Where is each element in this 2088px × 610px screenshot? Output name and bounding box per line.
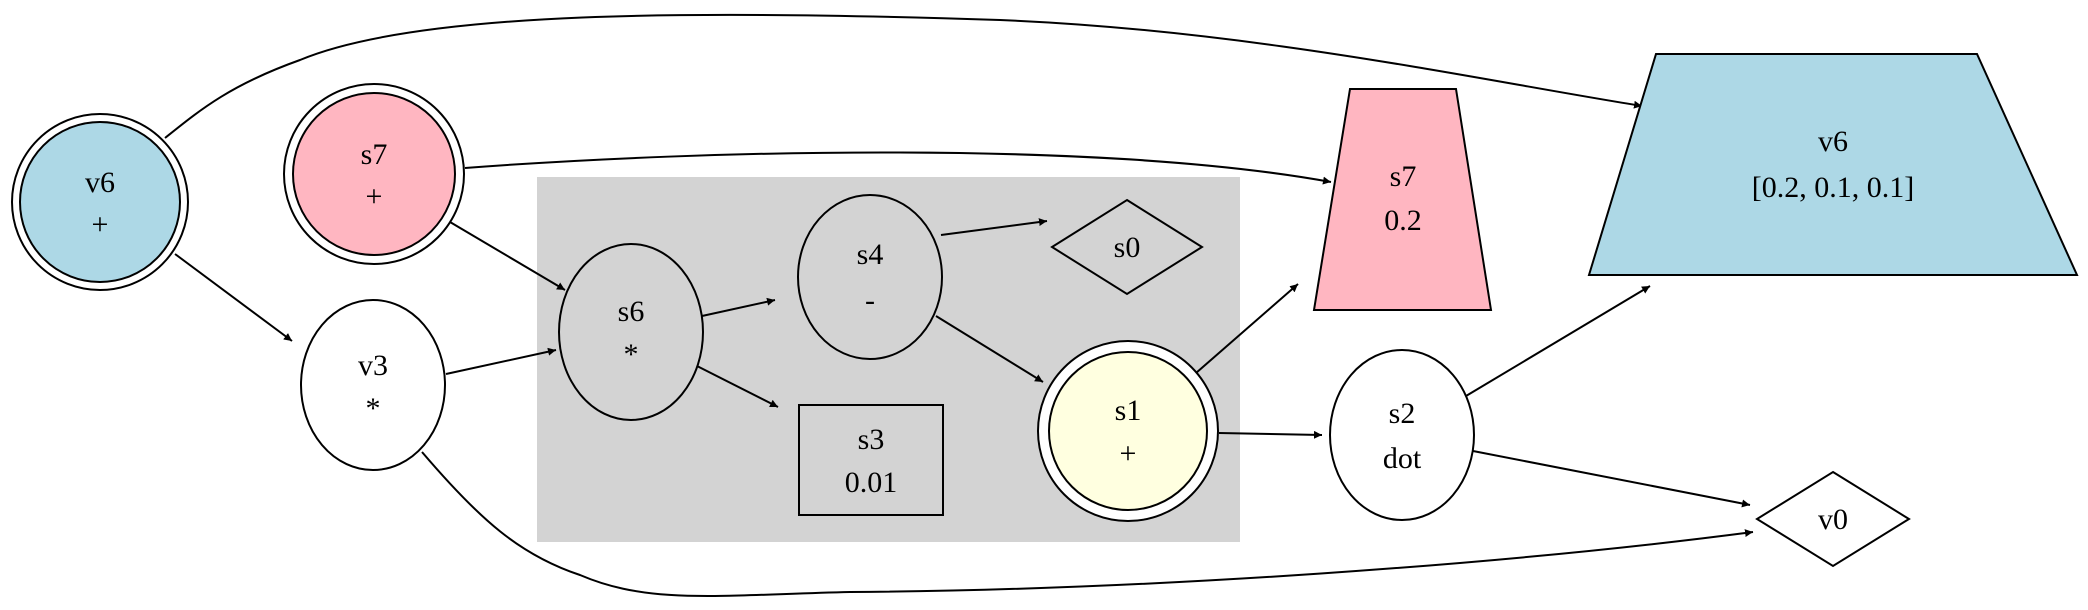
node-s0: s0: [1050, 198, 1204, 296]
edge-s1-to-s2: [1218, 430, 1323, 439]
edge-s4-to-s1: [935, 315, 1044, 383]
edge-s2-to-v0: [1472, 450, 1751, 508]
edges: [164, 13, 1754, 597]
edge-s1-to-s7-val: [1195, 283, 1299, 374]
node-v3-value: *: [366, 392, 381, 425]
node-s7-op-name: s7: [361, 138, 388, 171]
node-v6-op-name: v6: [85, 166, 115, 199]
edge-s2-to-v6-val: [1465, 285, 1651, 397]
node-s2: s2 dot: [1329, 349, 1475, 521]
node-s2-value: dot: [1383, 442, 1422, 475]
edge-s7-op-to-s6: [449, 221, 566, 291]
node-s7-op-value: +: [366, 180, 383, 213]
node-v3-name: v3: [358, 349, 388, 382]
node-s4-name: s4: [857, 238, 884, 271]
node-s7-val-name: s7: [1390, 160, 1417, 193]
edge-s6-to-s4: [701, 297, 776, 317]
node-s6-name: s6: [618, 295, 645, 328]
node-s3-value: 0.01: [845, 466, 898, 499]
edge-v3-to-s6: [445, 347, 557, 375]
edge-s4-to-s0: [940, 218, 1048, 236]
node-v0-name: v0: [1818, 503, 1848, 536]
node-v3: v3 *: [300, 299, 446, 471]
edge-s6-to-s3: [696, 365, 779, 408]
node-s4-value: -: [865, 284, 875, 317]
node-s6-value: *: [624, 338, 639, 371]
node-v6-op-value: +: [92, 208, 109, 241]
node-s1: s1 +: [1037, 340, 1219, 522]
node-s7-val-value: 0.2: [1384, 204, 1422, 237]
node-s7-val: s7 0.2: [1312, 88, 1493, 311]
node-s3-name: s3: [858, 423, 885, 456]
edge-v3-to-v0: [421, 451, 1754, 597]
node-v6-op: v6 +: [11, 113, 189, 291]
node-s6: s6 *: [558, 243, 704, 421]
edge-v6-op-to-v6-val: [164, 13, 1643, 139]
node-v6-val-name: v6: [1818, 125, 1848, 158]
node-s1-name: s1: [1115, 394, 1142, 427]
node-v6-val-value: [0.2, 0.1, 0.1]: [1752, 171, 1914, 204]
node-s3: s3 0.01: [798, 404, 944, 516]
node-s7-op: s7 +: [283, 83, 465, 265]
edge-s7-op-to-s7-val: [464, 151, 1332, 185]
node-v0: v0: [1755, 470, 1911, 568]
edge-v6-op-to-v3: [174, 253, 293, 342]
node-v6-val: v6 [0.2, 0.1, 0.1]: [1587, 53, 2079, 276]
node-s1-value: +: [1120, 437, 1137, 470]
node-s4: s4 -: [797, 194, 943, 360]
node-s2-name: s2: [1389, 397, 1416, 430]
node-s0-name: s0: [1114, 231, 1141, 264]
